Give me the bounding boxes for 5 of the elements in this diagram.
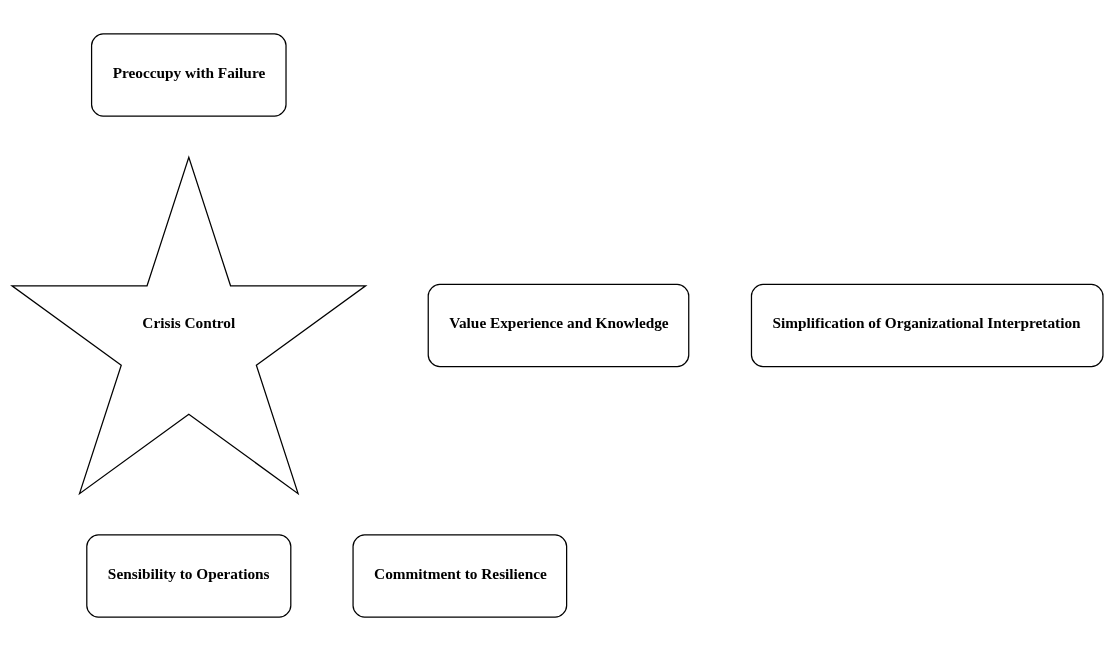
- node-box: Commitment to Resilience: [352, 533, 568, 618]
- node-box: Preoccupy with Failure: [90, 32, 287, 117]
- node-box: Value Experience and Knowledge: [427, 283, 690, 367]
- node-box: Sensibility to Operations: [86, 533, 292, 618]
- node-box: Simplification of Organizational Interpretation: [750, 283, 1104, 367]
